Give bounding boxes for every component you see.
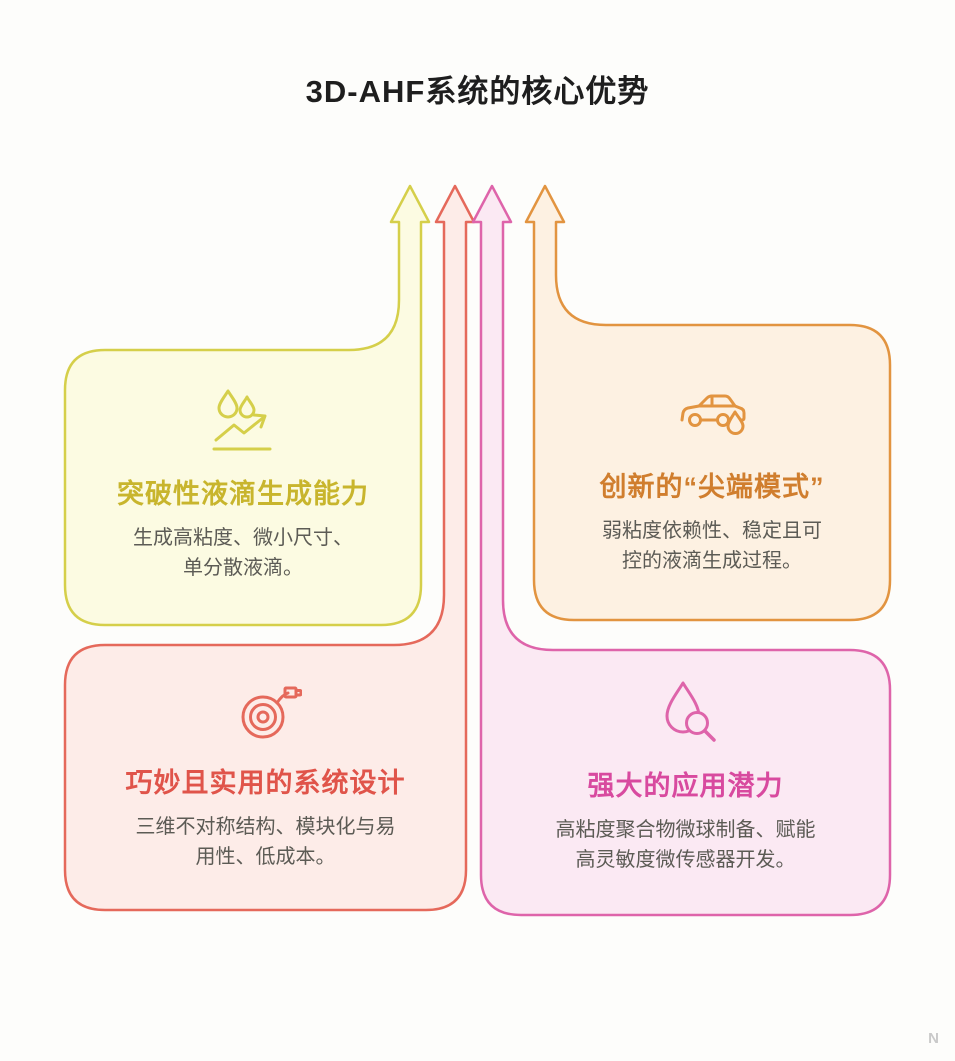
card-title: 巧妙且实用的系统设计: [125, 768, 406, 798]
car-droplet-icon: [680, 394, 746, 435]
card-system-design: 巧妙且实用的系统设计 三维不对称结构、模块化与易 用性、低成本。: [65, 645, 466, 910]
card-body: 高粘度聚合物微球制备、赋能 高灵敏度微传感器开发。: [555, 819, 816, 871]
droplets-trend-icon: [212, 389, 272, 451]
card-title: 突破性液滴生成能力: [117, 479, 369, 509]
page-title: 3D-AHF系统的核心优势: [305, 74, 650, 109]
watermark-logo: N: [928, 1030, 939, 1047]
card-application-potential: 强大的应用潜力 高粘度聚合物微球制备、赋能 高灵敏度微传感器开发。: [481, 650, 890, 915]
card-body: 弱粘度依赖性、稳定且可 控的液滴生成过程。: [602, 520, 822, 572]
card-body: 三维不对称结构、模块化与易 用性、低成本。: [135, 816, 396, 868]
card-body: 生成高粘度、微小尺寸、 单分散液滴。: [133, 527, 353, 579]
card-arrow-shape-orange: [524, 184, 892, 622]
card-tip-mode: 创新的“尖端模式” 弱粘度依赖性、稳定且可 控的液滴生成过程。: [534, 325, 890, 620]
card-droplet-generation: 突破性液滴生成能力 生成高粘度、微小尺寸、 单分散液滴。: [65, 350, 421, 625]
card-arrow-shape-yellow: [63, 184, 431, 627]
card-arrow-shape-pink: [471, 184, 892, 917]
droplet-magnifier-icon: [665, 681, 716, 742]
card-arrow-shape-red: [63, 184, 476, 912]
card-title: 创新的“尖端模式”: [599, 472, 825, 502]
coiled-tube-icon: [241, 686, 302, 739]
card-title: 强大的应用潜力: [587, 771, 784, 801]
